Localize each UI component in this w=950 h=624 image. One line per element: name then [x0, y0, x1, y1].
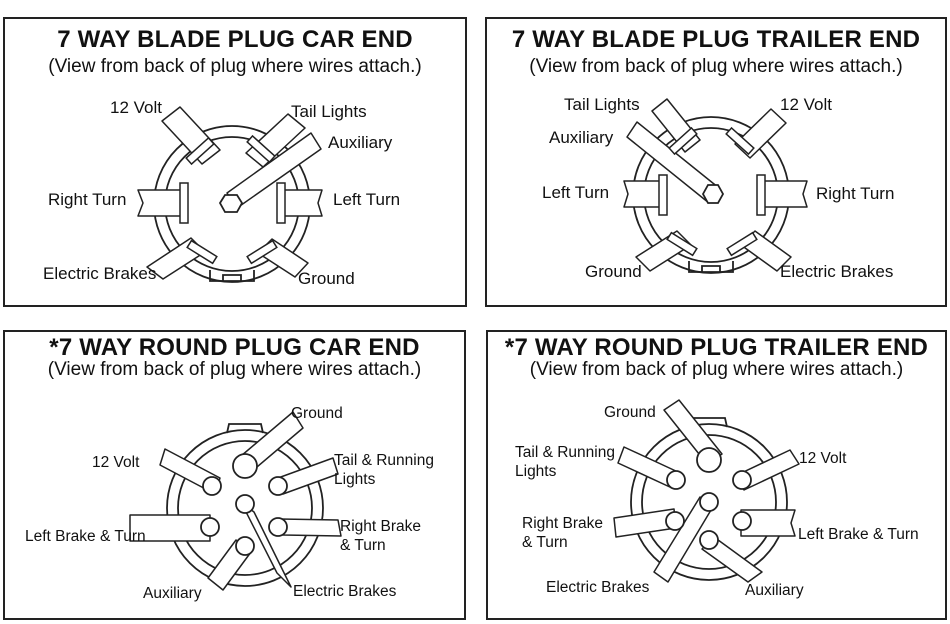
blade-12-volt	[185, 136, 215, 166]
pin-auxiliary	[699, 530, 719, 550]
label-electric-brakes: Electric Brakes	[546, 579, 650, 596]
panel-subtitle: (View from back of plug where wires atta…	[48, 56, 422, 77]
pin-tail-running-lights	[666, 470, 686, 490]
panel-title: 7 WAY BLADE PLUG TRAILER END	[511, 26, 921, 53]
center-pin-auxiliary	[218, 194, 244, 213]
wire-electric-brakes	[653, 496, 715, 583]
label-12-volt: 12 Volt	[799, 450, 847, 467]
label-left-turn: Left Turn	[333, 190, 401, 209]
label-12-volt: 12 Volt	[780, 95, 832, 114]
label-right-turn: Right Turn	[48, 190, 127, 209]
pin-left-brake-turn	[732, 511, 752, 531]
pin-tail-running-lights	[268, 476, 288, 496]
wire-right-brake-turn	[279, 518, 342, 537]
pin-right-brake-turn	[268, 517, 288, 537]
blade-electric-brakes	[186, 239, 218, 265]
label-electric-brakes: Electric Brakes	[43, 264, 157, 283]
panel-title: *7 WAY ROUND PLUG CAR END	[49, 334, 420, 361]
label-right-brake-turn-1: Right Brake	[522, 515, 603, 532]
panel-round-trailer-end: *7 WAY ROUND PLUG TRAILER END (View from…	[486, 330, 947, 620]
pin-right-brake-turn	[665, 511, 685, 531]
label-tail-lights: Tail Lights	[564, 95, 640, 114]
label-left-brake-turn: Left Brake & Turn	[798, 526, 919, 543]
panel-title: 7 WAY BLADE PLUG CAR END	[57, 26, 413, 53]
blade-plug-diagram	[137, 106, 323, 283]
wire-right-turn	[137, 189, 188, 217]
label-left-brake-turn: Left Brake & Turn	[25, 528, 146, 545]
label-auxiliary: Auxiliary	[549, 128, 614, 147]
blade-right-turn	[179, 182, 189, 224]
label-left-turn: Left Turn	[542, 183, 610, 202]
label-auxiliary: Auxiliary	[143, 585, 202, 602]
label-ground: Ground	[585, 262, 642, 281]
label-12-volt: 12 Volt	[110, 98, 162, 117]
label-tail-running-2: Lights	[334, 471, 376, 488]
label-auxiliary: Auxiliary	[745, 582, 804, 599]
label-electric-brakes: Electric Brakes	[293, 583, 397, 600]
wire-left-brake-turn	[740, 509, 796, 537]
round-plug-diagram	[129, 411, 342, 591]
pin-ground	[696, 447, 722, 473]
panel-subtitle: (View from back of plug where wires atta…	[529, 359, 904, 380]
panel-title: *7 WAY ROUND PLUG TRAILER END	[504, 334, 929, 361]
panel-subtitle: (View from back of plug where wires atta…	[529, 56, 903, 77]
blade-left-turn	[658, 174, 668, 216]
panel-subtitle: (View from back of plug where wires atta…	[47, 359, 422, 380]
blade-ground	[666, 231, 698, 257]
label-ground: Ground	[291, 405, 343, 422]
blade-tail-lights	[668, 126, 698, 156]
panel-round-car-end: *7 WAY ROUND PLUG CAR END (View from bac…	[3, 330, 466, 620]
label-ground: Ground	[604, 404, 656, 421]
blade-electric-brakes	[726, 231, 758, 257]
label-12-volt: 12 Volt	[92, 454, 140, 471]
pin-12-volt	[202, 476, 222, 496]
blade-12-volt	[725, 126, 755, 156]
pin-left-brake-turn	[200, 517, 220, 537]
blade-right-turn	[756, 174, 766, 216]
pin-ground	[232, 453, 258, 479]
label-right-turn: Right Turn	[816, 184, 895, 203]
panel-blade-car-end: 7 WAY BLADE PLUG CAR END (View from back…	[3, 17, 467, 307]
label-right-brake-turn-2: & Turn	[522, 534, 568, 551]
label-right-brake-turn-2: & Turn	[340, 537, 386, 554]
label-tail-running-1: Tail & Running	[515, 444, 615, 461]
blade-ground	[246, 239, 278, 265]
center-pin-auxiliary	[701, 184, 725, 204]
blade-plug-diagram	[623, 98, 808, 274]
wire-left-turn	[282, 189, 323, 217]
round-plug-diagram	[613, 399, 800, 583]
label-right-brake-turn-1: Right Brake	[340, 518, 421, 535]
label-auxiliary: Auxiliary	[328, 133, 393, 152]
wire-right-turn	[762, 180, 808, 208]
pin-center-electric-brakes	[235, 494, 255, 514]
label-tail-running-1: Tail & Running	[334, 452, 434, 469]
panel-blade-trailer-end: 7 WAY BLADE PLUG TRAILER END (View from …	[485, 17, 947, 307]
label-electric-brakes: Electric Brakes	[780, 262, 894, 281]
wire-electric-brakes	[240, 501, 292, 588]
pin-center-electric-brakes	[699, 492, 719, 512]
label-tail-lights: Tail Lights	[291, 102, 367, 121]
pin-auxiliary	[235, 536, 255, 556]
wire-left-turn	[623, 180, 666, 208]
pin-12-volt	[732, 470, 752, 490]
wire-left-brake-turn	[129, 514, 211, 542]
label-tail-running-2: Lights	[515, 463, 557, 480]
label-ground: Ground	[298, 269, 355, 288]
blade-left-turn	[276, 182, 286, 224]
blade-tail-lights	[246, 134, 276, 164]
